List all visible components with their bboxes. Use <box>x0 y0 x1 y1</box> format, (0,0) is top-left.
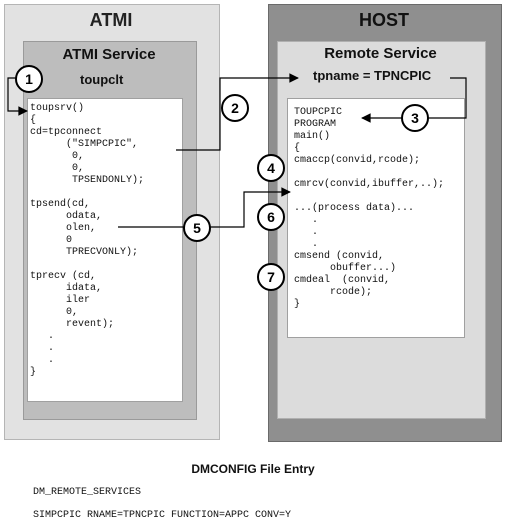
host-code-line: . <box>294 215 319 226</box>
host-code-line: . <box>294 239 319 250</box>
host-code-line: cmdeal (convid, <box>294 275 391 286</box>
host-code-line: } <box>294 299 301 310</box>
atmi-code-box: toupsrv(){cd=tpconnect ("SIMPCPIC", 0, 0… <box>27 98 183 402</box>
atmi-code-line: revent); <box>30 319 115 330</box>
arrow-step-2 <box>176 73 299 151</box>
host-code-line: . <box>294 227 319 238</box>
dmconfig-line-1: DM_REMOTE_SERVICES <box>33 487 142 498</box>
atmi-code-line: olen, <box>30 223 97 234</box>
atmi-code-line: TPRECVONLY); <box>30 247 139 258</box>
host-code-line: cmaccp(convid,rcode); <box>294 155 421 166</box>
atmi-code-line: 0, <box>30 163 85 174</box>
step-7-badge: 7 <box>257 263 285 291</box>
host-code-line: ...(process data)... <box>294 203 415 214</box>
atmi-code-line: . <box>30 331 55 342</box>
host-code-line: PROGRAM <box>294 119 337 130</box>
atmi-service-title: ATMI Service <box>62 46 156 63</box>
step-3-badge: 3 <box>401 104 429 132</box>
atmi-code-line: idata, <box>30 283 103 294</box>
remote-service-title: Remote Service <box>324 45 437 62</box>
dmconfig-line-2: SIMPCPIC RNAME=TPNCPIC FUNCTION=APPC CON… <box>33 510 292 521</box>
atmi-code-line: iler <box>30 295 91 306</box>
atmi-code-line: . <box>30 355 55 366</box>
arrow-step-5 <box>118 187 291 228</box>
atmi-code-line: cd=tpconnect <box>30 127 103 138</box>
client-name: toupclt <box>80 72 124 87</box>
step-6-badge: 6 <box>257 203 285 231</box>
host-code-line: main() <box>294 131 331 142</box>
atmi-code-line: { <box>30 115 37 126</box>
tpname-label: tpname = TPNCPIC <box>313 68 432 83</box>
atmi-title: ATMI <box>89 10 133 30</box>
host-code-line: obuffer...) <box>294 263 397 274</box>
dmconfig-heading: DMCONFIG File Entry <box>191 462 315 476</box>
host-code-line: cmsend (convid, <box>294 251 385 262</box>
step-4-badge: 4 <box>257 154 285 182</box>
host-code-line: rcode); <box>294 287 373 298</box>
host-code-line: { <box>294 143 301 154</box>
atmi-code-line: 0 <box>30 235 73 246</box>
atmi-code-line: 0, <box>30 307 79 318</box>
step-5-badge: 5 <box>183 214 211 242</box>
atmi-code-line: 0, <box>30 151 85 162</box>
host-title: HOST <box>358 10 409 30</box>
step-1-badge: 1 <box>15 65 43 93</box>
host-code-line: cmrcv(convid,ibuffer,..); <box>294 179 445 190</box>
atmi-code-line: odata, <box>30 211 103 222</box>
host-code-line: TOUPCPIC <box>294 107 343 118</box>
atmi-code-line: ("SIMPCPIC", <box>30 139 139 150</box>
atmi-code-line: toupsrv() <box>30 103 85 114</box>
atmi-code-line: . <box>30 343 55 354</box>
atmi-code-line: TPSENDONLY); <box>30 175 145 186</box>
step-2-badge: 2 <box>221 94 249 122</box>
atmi-code-line: } <box>30 367 37 378</box>
atmi-code-line: tprecv (cd, <box>30 271 97 282</box>
atmi-code-line: tpsend(cd, <box>30 199 91 210</box>
atmi-code: toupsrv(){cd=tpconnect ("SIMPCPIC", 0, 0… <box>28 99 182 379</box>
